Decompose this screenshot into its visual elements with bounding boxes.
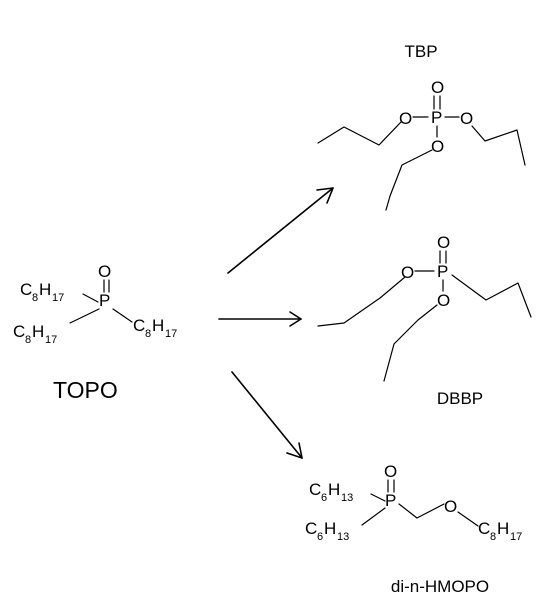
arrow-to-tbp [227,187,334,274]
hmopo-bond-upper-left [370,493,386,502]
tbp-butyl-left [317,121,402,146]
tbp-label: TBP [404,42,437,61]
topo-h-upper: H [39,280,51,299]
dbbp-oxygen-bottom: O [437,291,450,310]
tbp-oxygen-left: O [399,109,412,128]
topo-chain-upper: C 8 H 17 [20,280,64,304]
topo-c-right-count: 8 [145,328,151,340]
topo-h-lower-count: 17 [45,334,57,346]
tbp-butyl-bottom [385,149,433,211]
hmopo-h-upper-count: 13 [341,492,353,504]
dbbp-butyl-left [317,276,406,327]
dbbp-oxygen-top: O [437,233,450,252]
arrow-to-dbbp [218,311,302,327]
topo-label: TOPO [53,377,118,403]
hmopo-structure: O P O C 6 H 13 C 6 H 13 C 8 H 17 [305,462,522,543]
dbbp-label: DBBP [437,389,483,408]
topo-bond-upper-left [82,293,99,303]
hmopo-c-lower-count: 6 [317,531,323,543]
hmopo-c-ether: C [478,519,490,538]
hmopo-h-lower-count: 13 [337,531,349,543]
tbp-oxygen-bottom: O [431,137,444,156]
hmopo-c-upper-count: 6 [321,492,327,504]
tbp-oxygen-top: O [431,78,444,97]
topo-c-lower-count: 8 [25,334,31,346]
tbp-butyl-right [471,125,526,166]
hmopo-c-ether-count: 8 [490,531,496,543]
hmopo-c-lower: C [305,519,317,538]
topo-c-right: C [133,316,145,335]
hmopo-h-ether-count: 17 [510,531,522,543]
tbp-phosphorus: P [431,108,442,127]
topo-structure: O P C 8 H 17 C 8 H 17 C 8 H 17 [13,262,177,346]
arrow-to-hmopo [231,371,303,459]
topo-c-upper: C [20,280,32,299]
hmopo-c-upper: C [309,480,321,499]
hmopo-phosphorus: P [385,491,396,510]
topo-c-lower: C [13,322,25,341]
hmopo-oxygen-ether: O [444,497,457,516]
topo-chain-lower: C 8 H 17 [13,322,57,346]
topo-h-lower: H [32,322,44,341]
hmopo-h-upper: H [328,480,340,499]
hmopo-chain-upper: C 6 H 13 [309,480,353,504]
tbp-structure: O P O O O [317,78,526,211]
dbbp-phosphorus: P [437,262,448,281]
hmopo-h-ether: H [497,519,509,538]
hmopo-chain-lower: C 6 H 13 [305,519,349,543]
topo-c-upper-count: 8 [32,292,38,304]
hmopo-bond-lower-left [361,507,386,526]
topo-h-right: H [152,316,164,335]
hmopo-chain-ether: C 8 H 17 [478,519,522,543]
tbp-oxygen-right: O [460,109,473,128]
topo-phosphorus: P [99,291,110,310]
hmopo-oxygen-top: O [384,462,397,481]
dbbp-structure: O P O O [317,233,532,382]
hmopo-label: di-n-HMOPO [391,577,489,596]
hmopo-h-lower: H [324,519,336,538]
topo-oxygen: O [98,262,111,281]
topo-h-right-count: 17 [165,328,177,340]
topo-chain-right: C 8 H 17 [133,316,177,340]
dbbp-butyl-bottom [383,304,438,382]
hmopo-bond-ether-chain [457,511,479,527]
topo-bond-right [112,308,133,323]
topo-h-upper-count: 17 [52,292,64,304]
hmopo-methylene-bond [398,503,445,519]
dbbp-butyl-right [451,274,532,318]
topo-bond-lower-left [69,308,100,324]
